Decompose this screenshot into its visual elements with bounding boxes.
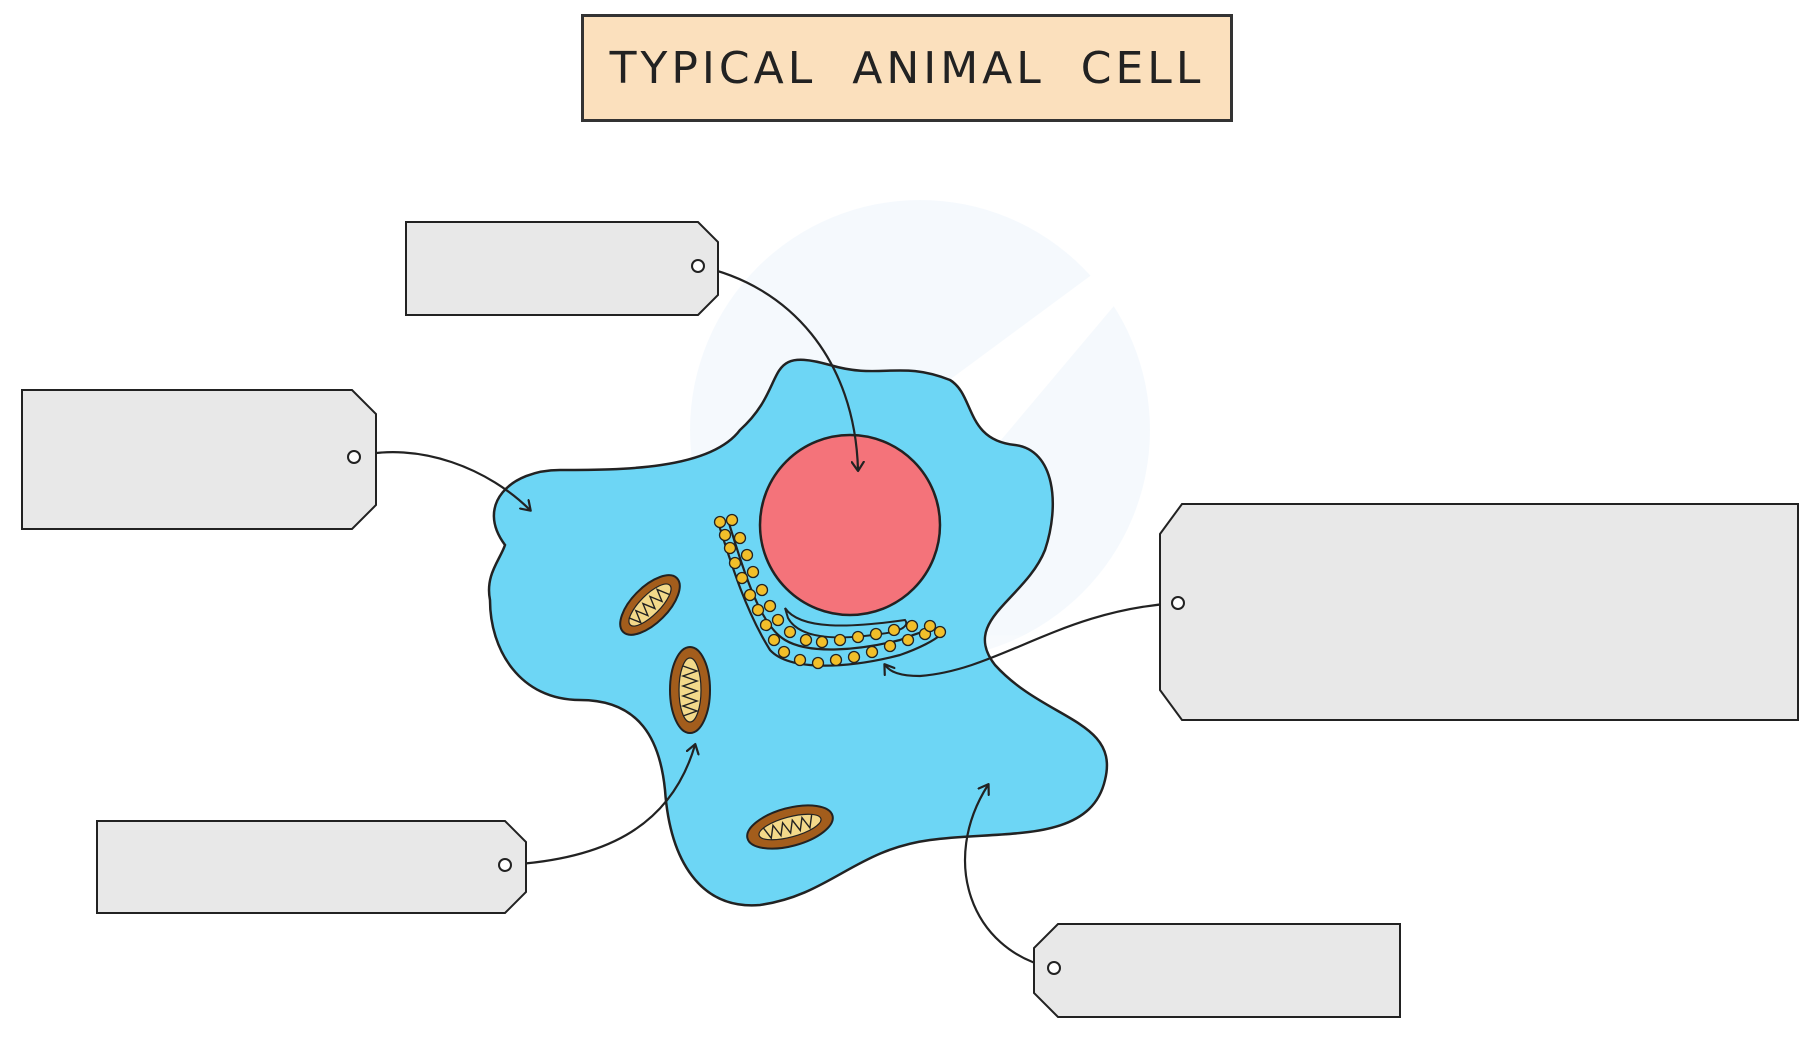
ribosome: [723, 541, 737, 555]
mitochondrion: [746, 804, 834, 850]
ribosome: [728, 556, 742, 570]
ribosome: [740, 548, 754, 562]
ribosome: [755, 583, 769, 597]
ribosome: [793, 653, 807, 667]
ribosome: [767, 633, 781, 647]
tag-hole-icon: [347, 450, 361, 464]
ribosome: [743, 588, 757, 602]
ribosome: [771, 613, 785, 627]
ribosome: [851, 630, 865, 644]
ribosome: [725, 513, 739, 527]
label-tag-cytoplasm[interactable]: [1033, 923, 1401, 1018]
pointer-mitochondria: [504, 745, 695, 867]
ribosome: [783, 625, 797, 639]
ribosome: [718, 528, 732, 542]
pointer-nucleus: [697, 264, 858, 470]
rough-endoplasmic-reticulum: [713, 513, 947, 670]
ribosome: [763, 599, 777, 613]
mitochondrion: [669, 646, 711, 734]
ribosome: [777, 645, 791, 659]
tag-hole-icon: [1047, 961, 1061, 975]
ribosome: [847, 650, 861, 664]
nucleus: [758, 433, 942, 617]
ribosome: [746, 565, 760, 579]
ribosome: [905, 619, 919, 633]
ribosome: [811, 656, 825, 670]
ribosome: [923, 619, 937, 633]
ribosome: [933, 625, 947, 639]
label-tag-mitochondria[interactable]: [96, 820, 527, 914]
ribosome: [751, 603, 765, 617]
pointer-cell-membrane: [353, 451, 530, 510]
pointer-cytoplasm: [964, 785, 1053, 970]
pointer-rough-er: [885, 601, 1179, 678]
label-tag-cell-membrane[interactable]: [21, 389, 377, 530]
label-tag-rough-er[interactable]: [1159, 503, 1799, 721]
ribosome: [733, 531, 747, 545]
ribosome: [815, 635, 829, 649]
diagram-title: TYPICAL ANIMAL CELL: [609, 42, 1205, 94]
cell-membrane: [487, 358, 1109, 907]
ribosome: [865, 645, 879, 659]
tag-hole-icon: [498, 858, 512, 872]
ribosome: [759, 618, 773, 632]
ribosome: [799, 633, 813, 647]
ribosome: [735, 571, 749, 585]
label-tag-nucleus[interactable]: [405, 221, 719, 316]
mitochondrion: [619, 574, 681, 636]
ribosome: [883, 639, 897, 653]
ribosome: [833, 633, 847, 647]
tag-hole-icon: [1171, 596, 1185, 610]
ribosome: [713, 515, 727, 529]
ribosome: [887, 623, 901, 637]
ribosome: [829, 653, 843, 667]
title-box-bg: [581, 14, 1233, 122]
title-box: TYPICAL ANIMAL CELL: [582, 15, 1232, 121]
ribosome: [869, 627, 883, 641]
ribosome: [901, 633, 915, 647]
tag-hole-icon: [691, 259, 705, 273]
ribosomes: [713, 513, 947, 670]
